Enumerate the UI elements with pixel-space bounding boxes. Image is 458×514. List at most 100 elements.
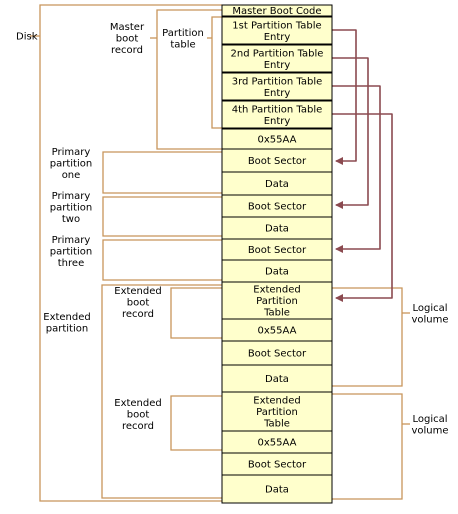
cell-text: Boot Sector [248,349,307,360]
label-disk: Disk [16,32,38,43]
primary-partition-one-bracket [102,151,222,194]
cell-bs4: Boot Sector [221,340,333,366]
cell-text: Partition [256,407,298,418]
cell-text: Extended [253,285,301,296]
cell-text: 0x55AA [258,326,297,337]
cell-box [221,364,333,393]
cell-bs1: Boot Sector [221,148,333,173]
label-text: one [62,170,81,181]
cell-text: Table [263,308,290,319]
logical-volume-one-bracket [332,287,403,387]
primary-partition-two-bracket [102,196,222,237]
label-text: Partition [162,28,204,39]
cell-box [221,4,333,17]
arrow-entry3-to-boot-sector [332,85,381,253]
mbr-bracket [156,9,222,150]
label-text: Extended [43,312,91,323]
label-text: Disk [16,32,38,43]
cell-data2: Data [221,216,333,240]
label-text: partition [46,323,88,334]
extended-partition-bracket [101,284,222,499]
cell-text: Boot Sector [248,202,307,213]
cell-text: 0x55AA [258,438,297,449]
label-text: boot [127,298,150,309]
cell-text: Data [265,374,289,385]
cell-data4: Data [221,364,333,393]
label-text: Logical [412,414,447,425]
label-text: volume [411,425,448,436]
cell-data3: Data [221,259,333,283]
cell-text: Entry [264,32,291,43]
cell-text: Entry [264,88,291,99]
label-text: table [170,39,195,50]
cell-text: Extended [253,396,301,407]
cell-text: Data [265,267,289,278]
label-text: Primary [52,147,91,158]
cell-mbc: Master Boot Code [221,4,333,17]
cell-bs3: Boot Sector [221,238,333,261]
cell-text: Data [265,485,289,496]
cell-bs2: Boot Sector [221,194,333,218]
cell-text: Data [265,224,289,235]
label-text: Primary [52,235,91,246]
cell-box [221,474,333,504]
label-text: Primary [52,191,91,202]
cell-text: Entry [264,116,291,127]
cell-box [221,100,333,129]
bracket-lines [30,4,410,502]
cell-bs5: Boot Sector [221,452,333,476]
cell-sig-ebr2: 0x55AA [221,430,333,454]
cell-text: 2nd Partition Table [231,48,324,59]
cell-text: 3rd Partition Table [232,76,323,87]
partition-table-bracket [211,16,222,129]
cell-text: Boot Sector [248,156,307,167]
label-text: boot [116,34,139,45]
region-labels: DiskMasterbootrecordPartitiontablePrimar… [16,22,449,436]
label-text: volume [411,314,448,325]
cell-text: 0x55AA [258,135,297,146]
logical-volume-two-bracket [332,393,403,500]
label-text: boot [127,410,150,421]
label-text: partition [50,203,92,214]
cell-text: Boot Sector [248,460,307,471]
cell-text: 4th Partition Table [232,104,323,115]
cell-text: Master Boot Code [232,6,321,17]
arrow-entry1-to-boot-sector [332,29,357,165]
cell-box [221,16,333,45]
label-text: Extended [114,398,162,409]
label-text: record [122,309,154,320]
label-text: two [62,214,80,225]
cell-text: Entry [264,60,291,71]
ebr2-bracket [170,395,222,451]
cell-box [221,44,333,73]
label-text: record [111,45,143,56]
cell-text: 1st Partition Table [232,20,321,31]
cell-sig-ebr1: 0x55AA [221,318,333,342]
partition-entry-arrows [332,29,393,302]
cell-box [221,391,333,432]
label-text: Master [110,22,145,33]
arrow-entry2-to-boot-sector [332,57,369,209]
cell-text: Boot Sector [248,245,307,256]
cell-box [221,72,333,101]
label-text: partition [50,247,92,258]
label-text: record [122,421,154,432]
cell-sig-mbr: 0x55AA [221,128,333,150]
primary-partition-three-bracket [102,239,222,281]
cell-box [221,281,333,320]
ebr1-bracket [170,287,222,339]
disk-bracket [39,4,222,502]
